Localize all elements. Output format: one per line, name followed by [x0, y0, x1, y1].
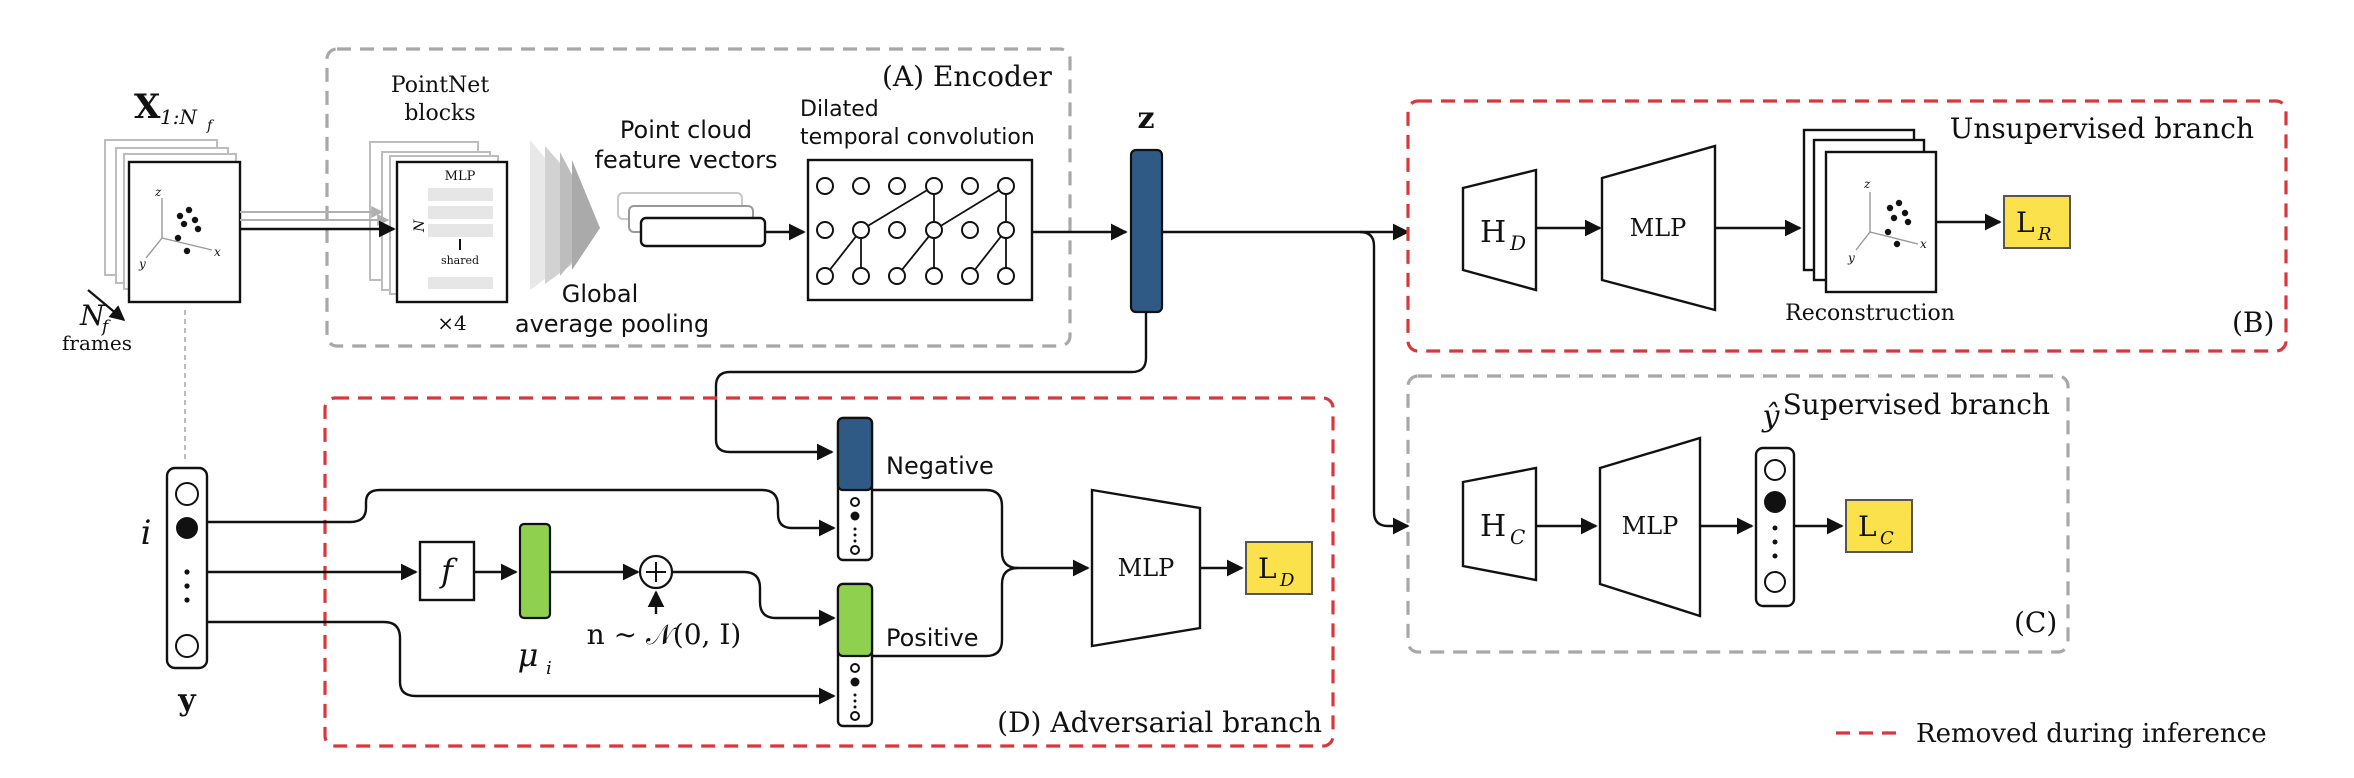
- reconstruction: z x y Reconstruction: [1785, 128, 1955, 326]
- svg-text:Dilated: Dilated: [800, 97, 879, 122]
- svg-text:C: C: [1510, 525, 1525, 549]
- frames-subscript-f: f: [206, 118, 215, 134]
- classifier-block: [1461, 466, 1538, 582]
- mu-symbol: μ: [518, 636, 539, 674]
- point-cloud-feature-vectors: Point cloud feature vectors: [595, 116, 778, 248]
- frames-symbol: X: [134, 87, 161, 127]
- yhat-label: ŷ: [1761, 399, 1781, 434]
- global-average-pooling: Global average pooling: [515, 140, 709, 338]
- classifier-mlp: [1598, 436, 1702, 618]
- encoder-title: (A) Encoder: [882, 60, 1052, 93]
- dilated-temporal-convolution: Dilated temporal convolution: [800, 97, 1035, 302]
- frame-card: [127, 160, 242, 304]
- axis-x-label: x: [214, 245, 221, 259]
- svg-text:temporal convolution: temporal convolution: [800, 125, 1035, 150]
- unsupervised-region: [1406, 99, 2288, 353]
- decoder-mlp: [1600, 144, 1717, 312]
- classifier-symbol: H: [1480, 509, 1506, 544]
- svg-text:L: L: [2016, 206, 2035, 239]
- svg-text:MLP: MLP: [1118, 554, 1175, 582]
- axis-y-label: y: [138, 257, 146, 271]
- reconstruction-label: Reconstruction: [1785, 301, 1955, 326]
- discriminator-mlp: [1090, 488, 1202, 648]
- loss-classification: [1845, 499, 1913, 553]
- svg-text:z: z: [1863, 177, 1871, 191]
- np-label: N: [412, 219, 428, 233]
- svg-text:blocks: blocks: [404, 101, 475, 126]
- supervised-region: [1406, 374, 2070, 654]
- axis-z-label: z: [154, 185, 162, 199]
- adversarial-title: (D) Adversarial branch: [997, 706, 1322, 739]
- svg-text:Point cloud: Point cloud: [620, 116, 752, 144]
- embedding-f: [418, 540, 476, 602]
- svg-text:i: i: [546, 658, 552, 679]
- svg-text:L: L: [1258, 552, 1277, 585]
- latent-label: z: [1137, 101, 1154, 136]
- frames-word: frames: [62, 331, 132, 355]
- frames-subscript: 1:N: [160, 105, 198, 129]
- svg-text:MLP: MLP: [1622, 512, 1679, 540]
- legend: Removed during inference: [1836, 719, 2267, 749]
- repeat-label: ×4: [437, 311, 466, 335]
- unsupervised-tag: (B): [2232, 306, 2274, 339]
- svg-text:MLP: MLP: [1630, 214, 1687, 242]
- svg-text:feature vectors: feature vectors: [595, 146, 778, 174]
- supervised-tag: (C): [2014, 606, 2057, 639]
- positive-sample: Positive: [836, 582, 979, 728]
- svg-text:x: x: [1920, 237, 1927, 251]
- nf-symbol: N: [79, 299, 106, 332]
- svg-text:MLP: MLP: [445, 169, 476, 184]
- svg-text:D: D: [1279, 570, 1295, 591]
- svg-text:D: D: [1509, 231, 1526, 255]
- svg-text:y: y: [1847, 251, 1855, 265]
- encoder-region: [325, 47, 1072, 348]
- loss-discriminator: [1245, 541, 1313, 595]
- negative-sample: Negative: [836, 416, 994, 562]
- decoder-block: [1461, 168, 1538, 292]
- svg-text:Global: Global: [562, 280, 639, 308]
- positive-label: Positive: [886, 624, 979, 652]
- svg-text:PointNet: PointNet: [391, 73, 489, 98]
- svg-text:average pooling: average pooling: [515, 310, 709, 338]
- mu-vector: [518, 522, 552, 620]
- svg-text:C: C: [1880, 528, 1894, 549]
- svg-text:L: L: [1858, 510, 1877, 543]
- label-vector: [165, 466, 209, 670]
- pointnet-blocks: PointNet blocks MLP shared N ×4: [369, 73, 509, 335]
- feature-vector: [639, 216, 767, 248]
- decoder-symbol: H: [1480, 215, 1506, 250]
- latent-vector: [1129, 148, 1164, 314]
- supervised-title: Supervised branch: [1783, 388, 2050, 421]
- noise-label: n ∼ 𝒩(0, I): [587, 618, 742, 651]
- input-frames: X 1:N f z x y N f frames: [62, 87, 242, 355]
- unsupervised-title: Unsupervised branch: [1950, 112, 2254, 145]
- dilated-conv-box: [806, 158, 1034, 302]
- negative-label: Negative: [886, 452, 994, 480]
- loss-reconstruction: [2003, 195, 2071, 249]
- nf-subscript: f: [100, 317, 111, 337]
- legend-removed: Removed during inference: [1916, 719, 2267, 749]
- svg-text:R: R: [2037, 224, 2052, 245]
- label-vector-name: y: [177, 683, 197, 718]
- index-label: i: [141, 513, 152, 553]
- svg-text:shared: shared: [441, 254, 479, 267]
